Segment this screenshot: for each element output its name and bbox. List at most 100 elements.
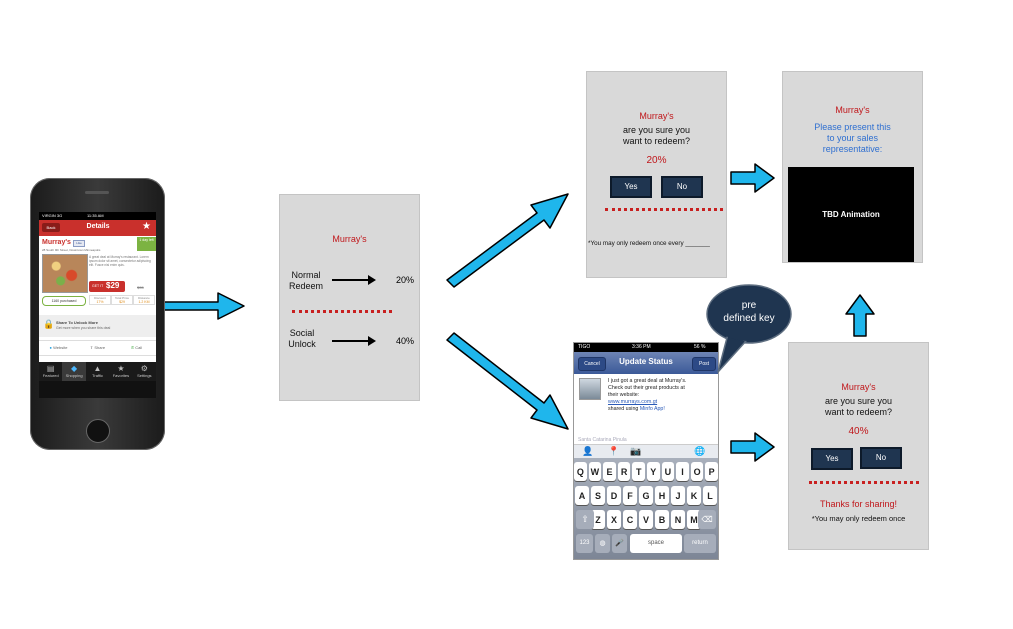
deal-badge: 1 day left: [137, 237, 156, 251]
tab-shopping[interactable]: ◆Shopping: [62, 362, 86, 381]
key-p[interactable]: P: [705, 462, 718, 481]
status-carrier: VIRGIN 3G: [42, 213, 63, 218]
share-action[interactable]: ⇪ Share: [89, 345, 106, 350]
key-i[interactable]: I: [676, 462, 689, 481]
confirm-normal-yes-button[interactable]: Yes: [610, 176, 652, 198]
key-s[interactable]: S: [591, 486, 605, 505]
confirm-social-title: Murray's: [841, 382, 876, 392]
fb-battery: 56 %: [694, 344, 706, 350]
get-it-label: GET IT: [92, 284, 104, 288]
key-c[interactable]: C: [623, 510, 637, 529]
like-button[interactable]: Like: [73, 240, 85, 247]
confirm-normal-no-button[interactable]: No: [661, 176, 703, 198]
confirm-normal-card: Murray's are you sure you want to redeem…: [586, 71, 727, 278]
fb-status-bar: TIGO 3:36 PM 56 %: [574, 343, 718, 352]
fb-cancel-button[interactable]: Cancel: [578, 357, 606, 371]
tag-friend-icon[interactable]: 👤: [582, 446, 594, 456]
fb-message[interactable]: I just got a great deal at Murray's. Che…: [608, 378, 716, 413]
key-m[interactable]: M: [687, 510, 701, 529]
key-t[interactable]: T: [632, 462, 645, 481]
confirm-social-yes-button[interactable]: Yes: [811, 448, 853, 470]
confirm-normal-question-1: are you sure you: [622, 125, 691, 135]
animation-placeholder: TBD Animation: [788, 167, 914, 262]
social-arrow-icon: [332, 336, 376, 346]
tab-favorites[interactable]: ★Favorites: [109, 362, 132, 381]
phone-home-button[interactable]: [86, 419, 110, 443]
key-h[interactable]: H: [655, 486, 669, 505]
fb-app-link[interactable]: Minfo App!: [639, 406, 665, 412]
return-key[interactable]: return: [684, 534, 716, 553]
confirm-social-percent: 40%: [848, 426, 869, 437]
favorite-star-icon[interactable]: ★: [142, 221, 151, 232]
key-o[interactable]: O: [690, 462, 704, 481]
website-action[interactable]: ● Website: [49, 345, 68, 350]
arrow-choice-to-facebook: [446, 332, 569, 430]
shift-key[interactable]: ⇧: [576, 510, 594, 529]
confirm-social-thanks: Thanks for sharing!: [819, 499, 898, 509]
phone-speaker: [85, 191, 109, 194]
traffic-icon: ▲: [93, 364, 102, 373]
key-v[interactable]: V: [639, 510, 653, 529]
merchant-name: Murray's: [42, 239, 71, 246]
key-u[interactable]: U: [661, 462, 675, 481]
key-f[interactable]: F: [623, 486, 637, 505]
key-q[interactable]: Q: [574, 462, 587, 481]
key-j[interactable]: J: [671, 486, 685, 505]
key-l[interactable]: L: [703, 486, 717, 505]
facebook-screen: TIGO 3:36 PM 56 % Cancel Update Status P…: [573, 342, 719, 560]
globe-key-icon[interactable]: ◍: [595, 534, 610, 553]
tab-settings[interactable]: ⚙Settings: [133, 362, 156, 381]
key-w[interactable]: W: [588, 462, 602, 481]
fb-title: Update Status: [619, 357, 673, 366]
key-x[interactable]: X: [607, 510, 621, 529]
key-a[interactable]: A: [575, 486, 589, 505]
arrow-confirm-to-present: [730, 163, 775, 193]
get-it-button[interactable]: GET IT $29: [89, 281, 125, 292]
featured-icon: ▤: [46, 364, 55, 373]
backspace-key[interactable]: ⌫: [698, 510, 716, 529]
key-n[interactable]: N: [671, 510, 685, 529]
nav-bar: Back Details ★: [39, 220, 156, 236]
fb-nav-bar: Cancel Update Status Post: [574, 352, 718, 374]
key-b[interactable]: B: [655, 510, 669, 529]
confirm-social-card: Murray's are you sure you want to redeem…: [788, 342, 929, 550]
share-unlock-row[interactable]: 🔒 Share To Unlock More Get more when you…: [39, 315, 156, 337]
tab-featured[interactable]: ▤Featured: [39, 362, 62, 381]
purchased-badge: 1160 purchased: [42, 296, 86, 306]
back-button[interactable]: Back: [42, 223, 60, 232]
camera-icon[interactable]: 📷: [630, 446, 642, 456]
nav-title: Details: [86, 223, 110, 230]
key-d[interactable]: D: [607, 486, 621, 505]
deal-photo: [42, 254, 88, 293]
location-pin-icon[interactable]: 📍: [608, 446, 620, 456]
key-e[interactable]: E: [603, 462, 616, 481]
fb-post-button[interactable]: Post: [692, 357, 716, 371]
favorites-icon: ★: [117, 364, 125, 373]
confirm-social-no-button[interactable]: No: [860, 447, 902, 469]
key-r[interactable]: R: [617, 462, 631, 481]
arrow-social-to-present: [845, 294, 875, 337]
space-key[interactable]: space: [630, 534, 682, 553]
normal-redeem-value: 20%: [396, 275, 415, 285]
tab-traffic[interactable]: ▲Traffic: [86, 362, 109, 381]
key-123[interactable]: 123: [576, 534, 593, 553]
present-title: Murray's: [835, 105, 870, 115]
arrow-phone-to-choice: [159, 292, 245, 320]
key-k[interactable]: K: [687, 486, 701, 505]
audience-globe-icon[interactable]: 🌐: [694, 446, 706, 456]
confirm-normal-divider: [605, 208, 723, 211]
confirm-social-question-2: want to redeem?: [824, 407, 893, 417]
present-line-1: Please present this: [814, 122, 891, 132]
key-z[interactable]: Z: [591, 510, 605, 529]
key-y[interactable]: Y: [647, 462, 660, 481]
key-g[interactable]: G: [639, 486, 653, 505]
fb-link[interactable]: www.murrays.com.gt: [608, 399, 658, 405]
call-action[interactable]: ✆ Call: [130, 345, 143, 350]
phone-screen: VIRGIN 3G 11:35 AM Back Details ★ 1 day …: [39, 212, 156, 398]
mic-key-icon[interactable]: 🎤: [612, 534, 627, 553]
confirm-normal-title: Murray's: [639, 111, 674, 121]
